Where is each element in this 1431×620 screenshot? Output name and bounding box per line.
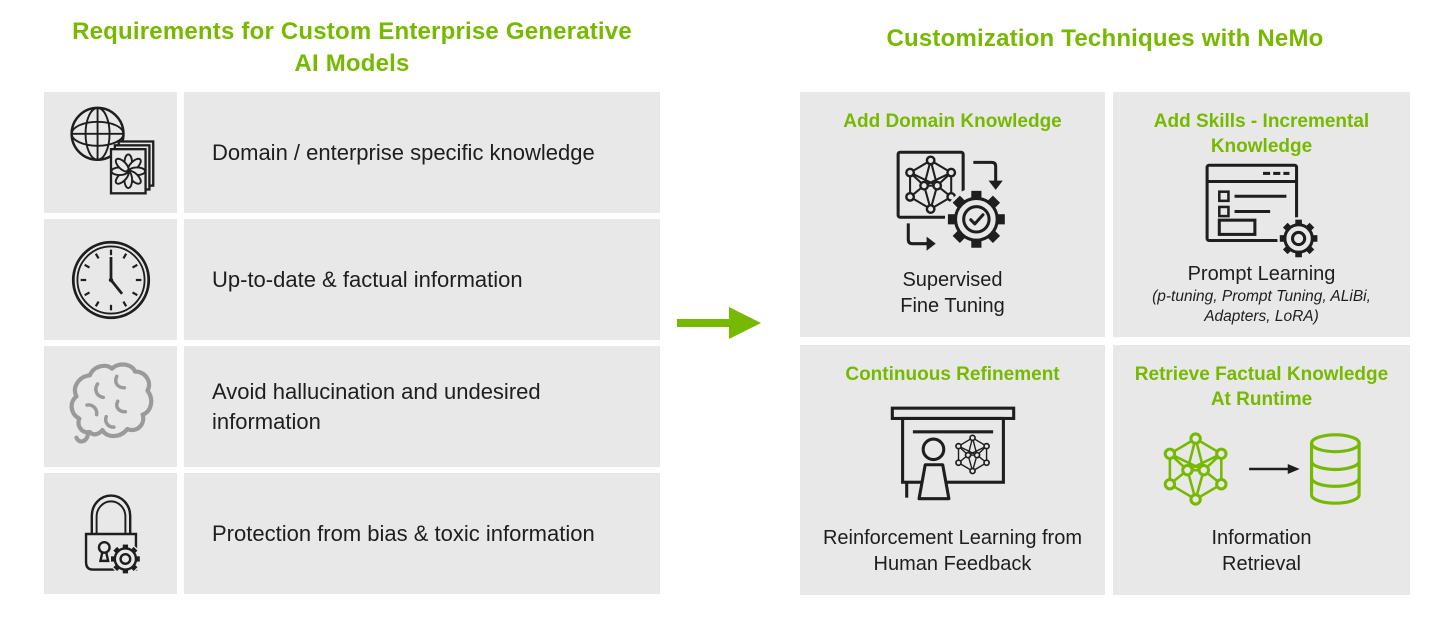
technique-label: Prompt Learning (1187, 263, 1336, 286)
network-to-database-icon (1153, 412, 1371, 525)
globe-photos-icon (44, 92, 177, 213)
right-arrow-icon (675, 305, 763, 341)
requirement-text: Protection from bias & toxic information (184, 473, 660, 594)
list-item: Up-to-date & factual information (44, 219, 660, 340)
technique-card-retrieval: Retrieve Factual Knowledge At Runtime (1113, 345, 1410, 595)
brain-icon (44, 346, 177, 467)
list-item: Avoid hallucination and undesired inform… (44, 346, 660, 467)
technique-heading: Continuous Refinement (845, 364, 1060, 385)
technique-card-sft: Add Domain Knowledge (800, 92, 1105, 337)
model-training-gear-icon (890, 134, 1016, 267)
requirement-text: Up-to-date & factual information (184, 219, 660, 340)
clock-icon (44, 219, 177, 340)
human-feedback-presentation-icon (886, 387, 1020, 525)
technique-card-rlhf: Continuous Refinement Reinforcement Lear… (800, 345, 1105, 595)
technique-heading: Add Skills - Incremental Knowledge (1153, 111, 1370, 158)
right-panel-title: Customization Techniques with NeMo (886, 25, 1324, 52)
requirement-text: Domain / enterprise specific knowledge (184, 92, 660, 213)
technique-label: Reinforcement Learning from Human Feedba… (822, 527, 1082, 575)
technique-sublabel: (p-tuning, Prompt Tuning, ALiBi, Adapter… (1152, 288, 1371, 325)
requirements-list: Domain / enterprise specific knowledge (44, 92, 660, 594)
left-panel-title: Requirements for Custom Enterprise Gener… (72, 18, 632, 77)
list-item: Protection from bias & toxic information (44, 473, 660, 594)
technique-label: Information Retrieval (1211, 527, 1312, 575)
browser-settings-icon (1201, 159, 1323, 261)
technique-heading: Retrieve Factual Knowledge At Runtime (1134, 364, 1389, 411)
list-item: Domain / enterprise specific knowledge (44, 92, 660, 213)
technique-card-prompt-learning: Add Skills - Incremental Knowledge (1113, 92, 1410, 337)
technique-label: Supervised Fine Tuning (900, 269, 1005, 317)
requirement-text: Avoid hallucination and undesired inform… (184, 346, 660, 467)
lock-gear-icon (44, 473, 177, 594)
technique-heading: Add Domain Knowledge (843, 111, 1062, 132)
techniques-grid: Add Domain Knowledge (800, 92, 1410, 595)
